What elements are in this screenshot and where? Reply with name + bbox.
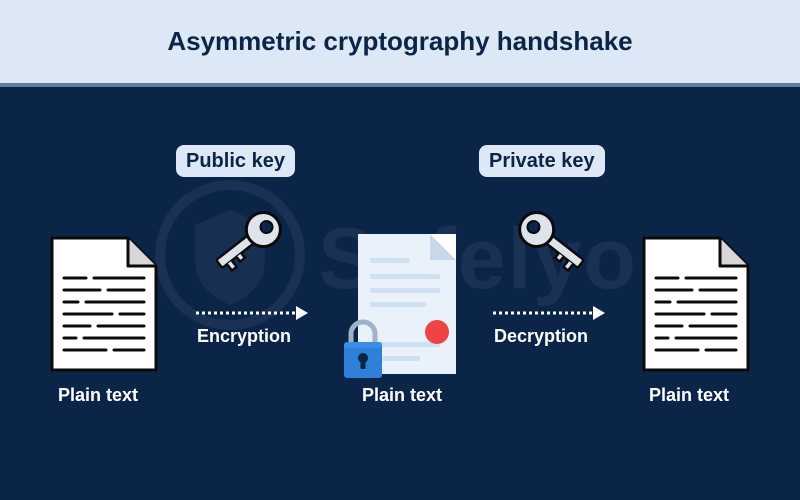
plain-document-icon-left: [50, 236, 158, 372]
encryption-label: Encryption: [197, 326, 292, 346]
plain-text-label-right: Plain text: [649, 385, 730, 405]
diagram-title: Asymmetric cryptography handshake: [167, 26, 633, 56]
plain-document-icon-right: [642, 236, 750, 372]
header-bar: Asymmetric cryptography handshake: [0, 0, 800, 83]
encryption-arrow-icon: [196, 306, 308, 320]
private-key-badge: Private key: [479, 145, 605, 177]
padlock-icon: [344, 319, 382, 378]
plain-text-label-center: Plain text: [362, 385, 443, 405]
decryption-arrow-icon: [493, 306, 605, 320]
header-divider: [0, 83, 800, 87]
encrypted-document-icon: [358, 234, 456, 374]
decryption-label: Decryption: [494, 326, 589, 346]
private-key-icon: [518, 211, 585, 273]
public-key-badge: Public key: [176, 145, 295, 177]
plain-text-label-left: Plain text: [58, 385, 139, 405]
public-key-icon: [215, 211, 282, 273]
